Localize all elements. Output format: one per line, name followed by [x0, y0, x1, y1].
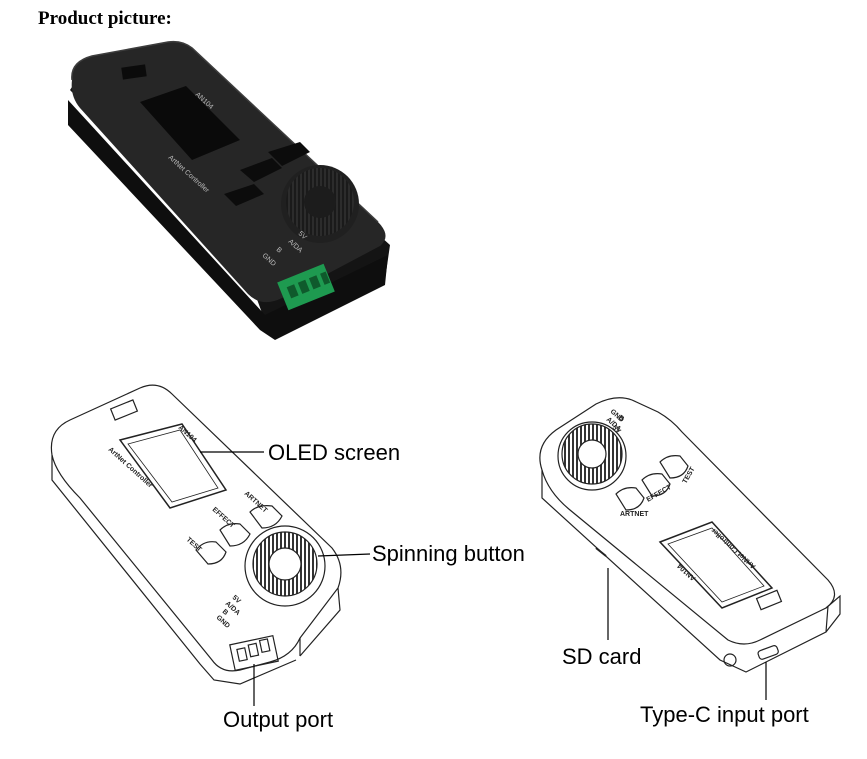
output-port-callout: Output port	[223, 707, 333, 732]
front-knob-base	[244, 525, 326, 607]
page-heading: Product picture:	[38, 8, 172, 29]
line-drawing-back	[539, 397, 841, 673]
front-pin-5v: 5V	[231, 594, 242, 605]
front-effect-button	[219, 523, 251, 547]
front-pin-gnd: GND	[215, 614, 231, 630]
front-artnet-button	[249, 505, 283, 529]
back-pin-5v: 5V	[611, 424, 622, 435]
logo-mark	[121, 64, 147, 80]
black-device-render: AN104 ArtNet Controller 5V A/DA B GND	[68, 40, 390, 340]
back-mount-hole	[723, 653, 737, 667]
black-test-button	[224, 184, 264, 206]
back-test-label: TEST	[682, 465, 697, 485]
front-logo-mark	[109, 399, 139, 421]
back-effect-label: EFFECT	[646, 484, 674, 504]
black-oled-screen	[140, 86, 240, 160]
back-effect-button	[641, 473, 671, 497]
front-oled-screen	[118, 423, 228, 509]
back-test-button	[659, 455, 689, 479]
spinning-button-callout: Spinning button	[372, 541, 525, 566]
back-pin-b: B	[617, 414, 625, 423]
front-test-label: TEST	[185, 536, 204, 554]
back-artnet-button	[615, 487, 645, 511]
back-artnet-label: ARTNET	[620, 511, 649, 518]
back-typec-port	[757, 645, 779, 660]
black-output-terminal	[277, 263, 335, 311]
back-logo-mark	[755, 589, 783, 611]
svg-text:5V: 5V	[297, 230, 308, 241]
back-brand-label: ArtNet Controller	[710, 526, 757, 569]
line-drawing-front	[50, 384, 342, 685]
front-pin-b: B	[221, 608, 229, 617]
back-knob-base	[557, 421, 627, 491]
sd-card-callout: SD card	[562, 644, 641, 669]
black-effect-button	[240, 158, 282, 182]
back-callout-lines	[607, 568, 767, 700]
back-oled-screen	[658, 521, 774, 609]
typec-port-callout: Type-C input port	[640, 702, 809, 727]
svg-text:B: B	[275, 246, 283, 255]
front-artnet-label: ARTNET	[243, 490, 269, 515]
back-sd-slot	[595, 547, 607, 557]
front-callout-lines	[200, 451, 371, 706]
front-test-button	[195, 541, 227, 565]
black-artnet-button	[268, 142, 310, 166]
oled-screen-callout: OLED screen	[268, 440, 400, 465]
front-output-port	[229, 634, 279, 672]
